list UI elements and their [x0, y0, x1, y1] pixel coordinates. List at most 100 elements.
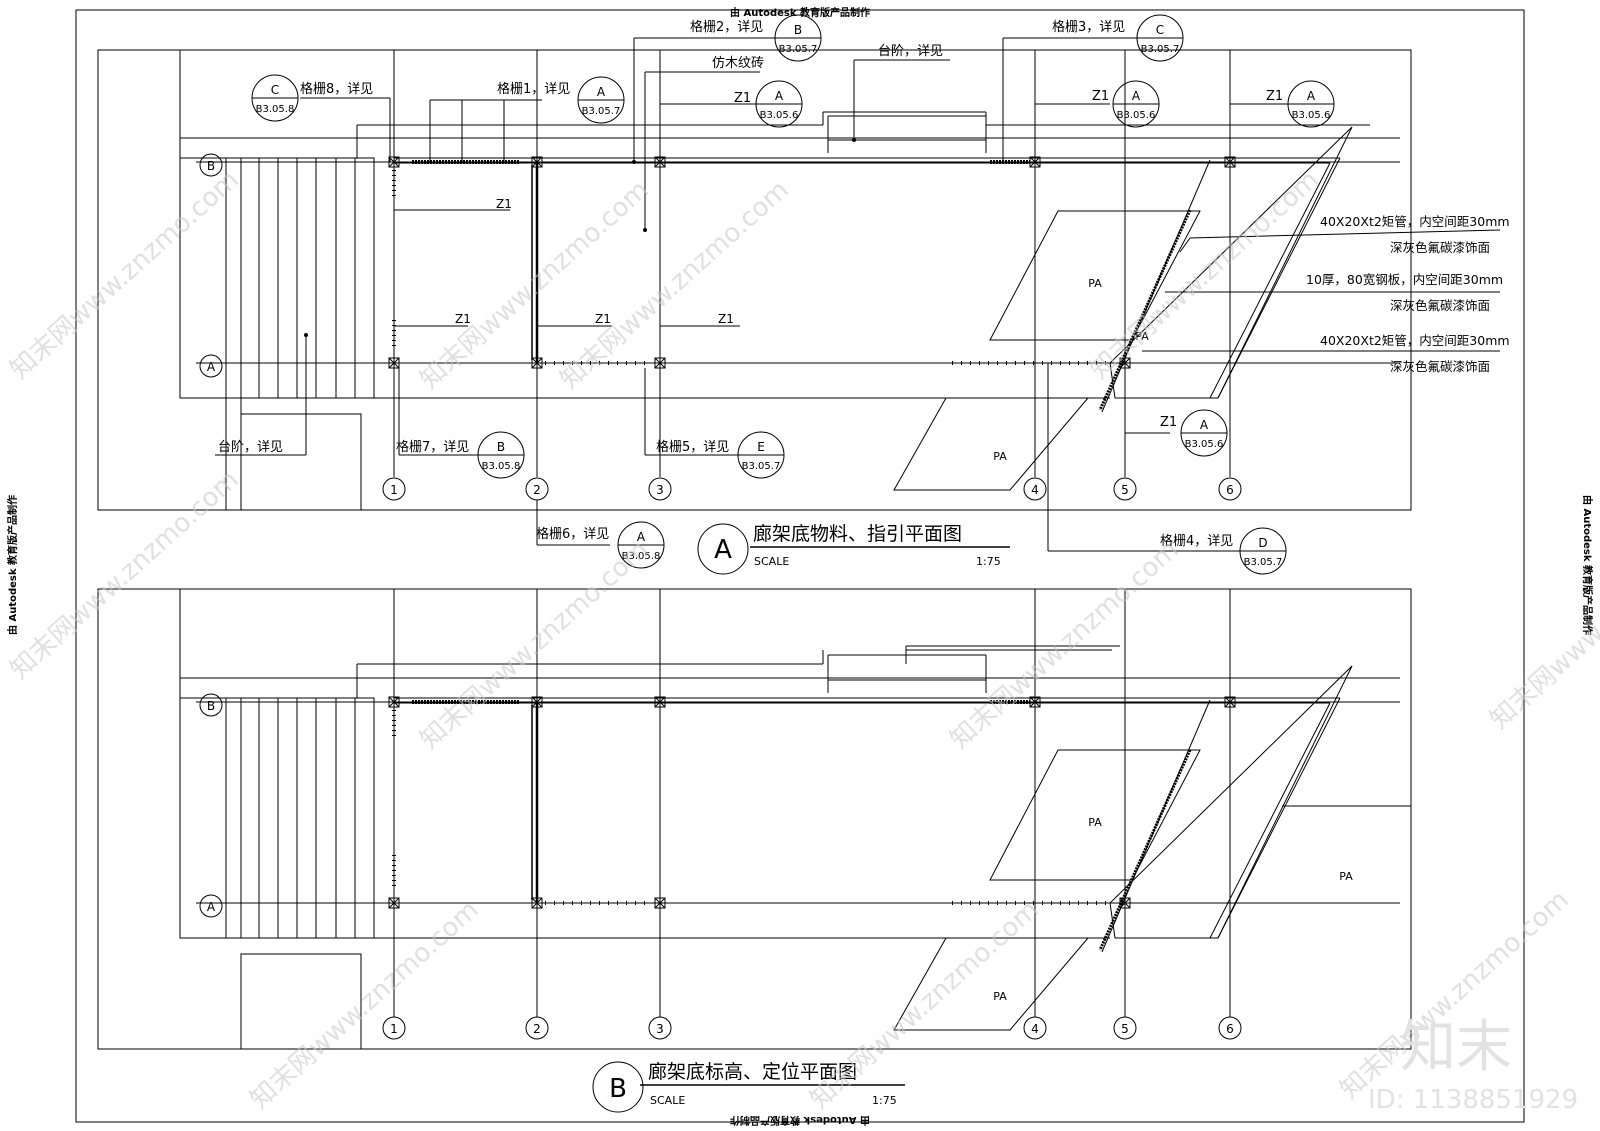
z1-label: Z1	[595, 312, 611, 326]
callout-ref: B3.05.7	[1141, 44, 1180, 55]
plan-b-scale-label: SCALE	[650, 1094, 685, 1107]
callout-label: 格栅5，详见	[656, 439, 729, 455]
taijie-bottom-label: 台阶，详见	[218, 440, 283, 455]
plan-a-title-letter: A	[714, 535, 732, 565]
plan-a-scale-value: 1:75	[976, 555, 1001, 568]
plan-a-row-a-label: A	[207, 360, 216, 374]
sheet-border	[75, 9, 1525, 1123]
plan-a-col-1-label: 1	[390, 483, 398, 497]
edu-notice-top: 由 Autodesk 教育版产品制作	[730, 6, 870, 19]
callout-ref: B3.05.6	[1292, 110, 1331, 121]
callout-letter: A	[1200, 418, 1209, 432]
callout-label: 格栅4，详见	[1160, 533, 1233, 549]
callout-ref: B3.05.8	[622, 551, 661, 562]
plan-a-pa-panel-1	[989, 210, 1201, 341]
callout-letter: C	[1156, 23, 1164, 37]
plan-a-row-b-label: B	[207, 159, 215, 173]
site-watermark: 知末网www.znzmo.com	[555, 175, 795, 395]
plan-a-scale-label: SCALE	[754, 555, 789, 568]
edu-notice-bottom: 由 Autodesk 教育版产品制作	[730, 1114, 870, 1127]
callout-label: 格栅3，详见	[1052, 19, 1125, 35]
callout-ref: B3.05.6	[1185, 439, 1224, 450]
plan-b-pa-panel-1	[989, 749, 1201, 881]
spec-label-2: 10厚，80宽钢板，内空间距30mm	[1306, 272, 1503, 287]
plan-a-frame	[97, 49, 1412, 511]
pa-label: PA	[1135, 330, 1149, 343]
callout-letter: A	[1307, 89, 1316, 103]
callout-ref: B3.05.7	[582, 106, 621, 117]
plan-a-col-6-label: 6	[1226, 483, 1234, 497]
pa-label: PA	[1088, 277, 1102, 290]
z1-label: Z1	[455, 312, 471, 326]
site-watermark: 知末网www.znzmo.com	[5, 465, 245, 685]
callout-letter: A	[775, 89, 784, 103]
callout-label: Z1	[734, 91, 751, 106]
pa-label: PA	[993, 450, 1007, 463]
z1-label: Z1	[496, 197, 512, 211]
callout-label: 格栅8，详见	[300, 81, 373, 97]
callout-label: 格栅6，详见	[536, 526, 609, 542]
plan-a-col-4-label: 4	[1031, 483, 1039, 497]
plan-b-col-6-label: 6	[1226, 1022, 1234, 1036]
plan-a-columns	[388, 156, 1236, 369]
plan-b-col-4-label: 4	[1031, 1022, 1039, 1036]
finish-label-3: 深灰色氟碳漆饰面	[1390, 359, 1490, 374]
plan-b-frame	[97, 588, 1412, 1050]
callout-label: Z1	[1266, 89, 1283, 104]
callout-letter: B	[794, 23, 802, 37]
plan-a-col-3-label: 3	[656, 483, 664, 497]
plan-b-title-bubble	[592, 1061, 644, 1113]
callout-label: Z1	[1092, 89, 1109, 104]
plan-a-col-5-label: 5	[1121, 483, 1129, 497]
callout-ref: B3.05.6	[760, 110, 799, 121]
site-watermark: 知末网www.znzmo.com	[5, 165, 245, 385]
id-watermark: ID: 1138851929	[1368, 1085, 1578, 1115]
site-watermarks: 知末网www.znzmo.com 知末网www.znzmo.com 知末网www…	[5, 165, 1600, 1115]
brand-watermark: 知末	[1400, 1015, 1512, 1080]
callout-ref: B3.05.7	[742, 461, 781, 472]
plan-a-callout-bubbles	[251, 14, 1335, 575]
edu-notice-right: 由 Autodesk 教育版产品制作	[1581, 495, 1594, 635]
finish-label-2: 深灰色氟碳漆饰面	[1390, 298, 1490, 313]
z1-label: Z1	[718, 312, 734, 326]
edu-notices: 由 Autodesk 教育版产品制作 由 Autodesk 教育版产品制作 由 …	[6, 6, 1594, 1127]
plan-b-row-a-label: A	[207, 900, 216, 914]
callout-label: Z1	[1160, 415, 1177, 430]
plan-b-columns	[388, 696, 1236, 909]
callout-letter: A	[597, 85, 606, 99]
plan-b-title-letter: B	[609, 1074, 627, 1104]
plan-b-title: 廊架底标高、定位平面图	[648, 1061, 857, 1083]
callout-letter: D	[1258, 536, 1267, 550]
callout-letter: E	[757, 440, 765, 454]
plan-b-row-b-label: B	[207, 699, 215, 713]
plan-b-col-3-label: 3	[656, 1022, 664, 1036]
site-watermark: 知末网www.znzmo.com	[245, 895, 485, 1115]
callout-letter: A	[1132, 89, 1141, 103]
plan-b-pa-panel-2	[893, 937, 1090, 1031]
plan-b-scale-value: 1:75	[872, 1094, 897, 1107]
finish-label-1: 深灰色氟碳漆饰面	[1390, 240, 1490, 255]
plan-a-text: B A 1 2 3 4 5 6 格栅8，详见 C B3.05.8 格栅1，详见 …	[207, 19, 1510, 568]
plan-a-linework	[97, 37, 1501, 575]
site-watermark: 知末网www.znzmo.com	[415, 535, 655, 755]
taijie-top-label: 台阶，详见	[878, 44, 943, 59]
callout-ref: B3.05.8	[482, 461, 521, 472]
pa-label: PA	[1339, 870, 1353, 883]
spec-label-3: 40X20Xt2矩管，内空间距30mm	[1320, 333, 1510, 348]
callout-letter: B	[497, 440, 505, 454]
plan-b-linework	[97, 588, 1412, 1113]
callout-ref: B3.05.7	[779, 44, 818, 55]
callout-ref: B3.05.7	[1244, 557, 1283, 568]
plan-a-col-2-label: 2	[533, 483, 541, 497]
pa-label: PA	[1088, 816, 1102, 829]
plan-b-text: B A 1 2 3 4 5 6 PA PA PA B 廊架底标高、定位平面图 S…	[207, 699, 1353, 1107]
plan-a-title-bubble	[697, 523, 749, 575]
callout-letter: C	[271, 83, 279, 97]
plan-a-title: 廊架底物料、指引平面图	[753, 523, 962, 545]
plan-b-col-1-label: 1	[390, 1022, 398, 1036]
spec-label-1: 40X20Xt2矩管，内空间距30mm	[1320, 214, 1510, 229]
site-watermark: 知末网www.znzmo.com	[415, 175, 655, 395]
site-watermark: 知末网www.znzmo.com	[1085, 165, 1325, 385]
callout-ref: B3.05.6	[1117, 110, 1156, 121]
